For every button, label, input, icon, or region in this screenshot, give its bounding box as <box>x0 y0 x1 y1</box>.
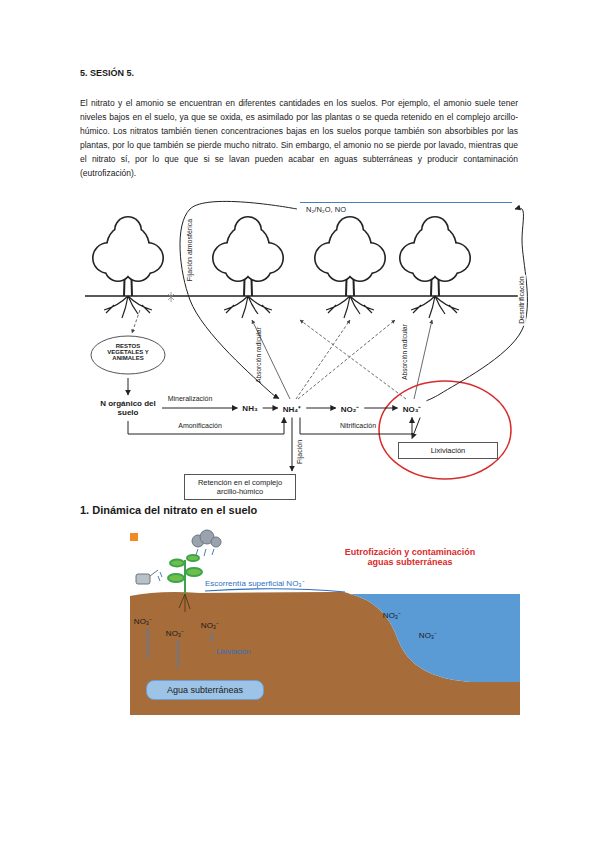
connector <box>364 408 397 409</box>
soil-illustration <box>130 530 520 715</box>
connector <box>306 408 336 409</box>
chem-node: NH₄⁺ <box>281 402 303 415</box>
tree <box>314 216 386 318</box>
tree <box>212 216 284 318</box>
node-text: N₂/N₂O, NO <box>306 205 506 214</box>
connector <box>292 418 293 472</box>
paragraph: El nitrato y el amonio se encuentran en … <box>80 96 518 180</box>
node-text: RESTOS VEGETALES Y ANIMALES <box>100 343 156 361</box>
connector <box>300 418 412 435</box>
process-label: Lixiviación <box>216 647 251 656</box>
highlight-circle <box>379 381 511 479</box>
edge-label: Fijación <box>296 438 304 466</box>
edge-label: Amonificación <box>176 422 224 430</box>
tree <box>399 216 471 318</box>
node-text: Lixiviación <box>403 446 493 455</box>
chem-node: NO₃⁻ <box>401 402 424 415</box>
node-text: NH₃ <box>242 404 257 413</box>
process-box: Lixiviación <box>398 442 498 459</box>
connector <box>263 408 278 409</box>
pool-label: N orgánico del suelo <box>97 398 159 418</box>
process-label: Absorción radicular <box>255 327 262 383</box>
process-box: Retención en el complejo arcillo-húmico <box>184 474 296 500</box>
process-label: Absorción radicular <box>401 324 408 380</box>
chem-label: NO₃⁻ <box>419 629 437 640</box>
connector <box>128 378 129 395</box>
edge-label: Desnitrificación <box>518 274 526 325</box>
connectors <box>128 201 527 471</box>
chem-node: NH₃ <box>240 403 259 414</box>
section-heading: 1. Dinámica del nitrato en el suelo <box>80 504 257 516</box>
callout: Escorrentía superficial NO₃⁻ <box>205 577 305 588</box>
source-ellipse: RESTOS VEGETALES Y ANIMALES <box>90 335 166 375</box>
ground-line <box>85 295 522 297</box>
node-text: Retención en el complejo arcillo-húmico <box>189 478 291 496</box>
node-text: N orgánico del suelo <box>99 399 157 417</box>
chem-label: NO₃⁻ <box>383 609 401 620</box>
gas-band: N₂/N₂O, NO <box>300 202 512 216</box>
node-text: NO₂⁻ <box>341 403 360 414</box>
chem-label: NO₃⁻ <box>201 619 219 630</box>
node-text: NH₄⁺ <box>283 403 301 414</box>
trees <box>92 216 471 318</box>
connector <box>162 408 237 409</box>
connector <box>180 201 297 398</box>
connector <box>426 208 527 401</box>
absorption-arrows <box>132 292 432 399</box>
edge-label: Mineralización <box>166 395 215 403</box>
connector <box>128 418 284 435</box>
chem-label: NO₃⁻ <box>134 615 152 626</box>
chem-label: NO₃⁻ <box>166 627 184 638</box>
node-text: Agua subterráneas <box>153 685 257 695</box>
tree <box>92 216 164 318</box>
section-title: 5. SESIÓN 5. <box>80 68 134 78</box>
chem-node: NO₂⁻ <box>339 402 362 415</box>
groundwater-box: Agua subterráneas <box>146 680 264 700</box>
connector <box>412 418 420 439</box>
edge-label: Fijación atmosférica <box>186 217 194 283</box>
callout: Eutrofización y contaminación aguas subt… <box>335 547 485 567</box>
node-text: NO₃⁻ <box>403 403 422 414</box>
edge-label: Nitrificación <box>338 422 378 430</box>
